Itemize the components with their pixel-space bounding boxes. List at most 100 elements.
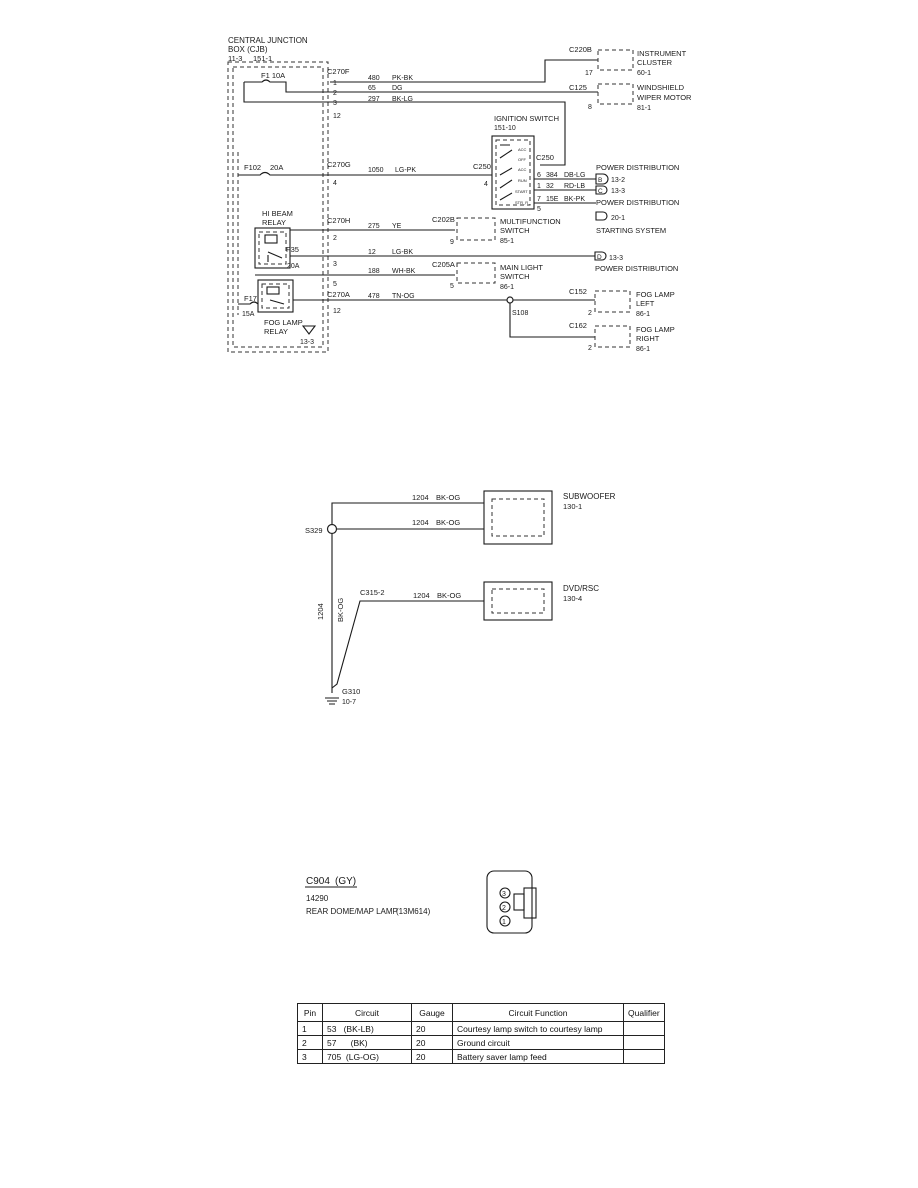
- fl-pin: 2: [588, 310, 592, 317]
- ignition-switch-box: [491, 135, 535, 210]
- subwoofer-box: [483, 490, 553, 545]
- fuse-f17-line: [238, 301, 259, 305]
- ign-out1-color: DB-LG: [564, 172, 585, 179]
- cjb-inner-outline: [232, 66, 324, 348]
- dvd-label: DVD/RSC: [563, 584, 599, 593]
- multifunction-switch-box: [456, 217, 496, 241]
- foglamp-relay-coil: [266, 286, 280, 295]
- ign-pos-run2: STR_R: [515, 200, 528, 205]
- ign-out1-pin: 6: [537, 172, 541, 179]
- ign-pos-acc: ACC: [518, 147, 527, 152]
- row-circuit: 57 (BK): [322, 1035, 412, 1050]
- main-light-switch-box: [456, 262, 496, 284]
- fuse-f1-feed: [243, 82, 330, 103]
- header-circuit: Circuit: [322, 1003, 412, 1022]
- row-function: Courtesy lamp switch to courtesy lamp: [452, 1021, 624, 1036]
- wire3-num: 1204: [413, 591, 430, 600]
- pd-d-ref: 13-3: [609, 255, 623, 262]
- subwoofer-ground-diagram: SUBWOOFER 130-1 1204 BK-OG 1204 BK-OG S3…: [305, 490, 616, 706]
- connector-body: [486, 870, 533, 934]
- conn-c270f: C270F: [327, 67, 350, 76]
- wire-1050-color: LG-PK: [395, 167, 416, 174]
- row-gauge: 20: [411, 1021, 453, 1036]
- hibeam-relay-2: RELAY: [262, 218, 286, 227]
- table-row: 1 53 (BK-LB) 20 Courtesy lamp switch to …: [297, 1021, 665, 1036]
- pin-2-circle: [499, 901, 511, 913]
- header-qualifier: Qualifier: [623, 1003, 665, 1022]
- fuse-f1: [244, 79, 330, 93]
- ignition-switch-inner: [495, 139, 531, 206]
- wire3-color: BK-OG: [437, 591, 461, 600]
- foglamp-relay-1: FOG LAMP: [264, 318, 303, 327]
- fuse-f102: F102: [244, 163, 261, 172]
- pin-12: 12: [333, 113, 341, 120]
- pin-3b: 3: [333, 261, 337, 268]
- wire-297: [330, 101, 566, 166]
- ign-out3-pin: 7: [537, 196, 541, 203]
- wire2-num: 1204: [412, 518, 429, 527]
- ign-conn-r: C250: [536, 153, 554, 162]
- circuit-color: (BK-LB): [343, 1023, 374, 1034]
- pin-12b: 12: [333, 308, 341, 315]
- ign-ref: 151-10: [494, 125, 516, 132]
- wire2-color: BK-OG: [436, 518, 460, 527]
- inst-conn: C220B: [569, 45, 592, 54]
- mf-conn: C202B: [432, 215, 455, 224]
- ml-pin: 5: [450, 283, 454, 290]
- ign-out3-num: 15E: [546, 196, 559, 203]
- foglamp-relay-box: [257, 279, 294, 313]
- connector-c904: C904 (GY) 14290 REAR DOME/MAP LAMP (13M6…: [305, 870, 537, 934]
- row-gauge: 20: [411, 1035, 453, 1050]
- wiper-label-2: WIPER MOTOR: [637, 93, 692, 102]
- pin-2: 2: [333, 90, 337, 97]
- wire-12-color: LG-BK: [392, 249, 413, 256]
- fr-label-1: FOG LAMP: [636, 325, 675, 334]
- fr-ref: 86-1: [636, 346, 650, 353]
- dvd-rsc-box: [483, 581, 553, 621]
- row-pin: 2: [297, 1035, 323, 1050]
- ign-out3-color: BK-PK: [564, 196, 585, 203]
- wire-297-color: BK-LG: [392, 96, 413, 103]
- row-pin: 1: [297, 1021, 323, 1036]
- table-row: 3 705 (LG-OG) 20 Battery saver lamp feed: [297, 1049, 665, 1064]
- ss-ref: 20-1: [611, 215, 625, 222]
- row-qualifier: [623, 1049, 665, 1064]
- inst-label-2: CLUSTER: [637, 58, 673, 67]
- mf-ref: 85-1: [500, 238, 514, 245]
- ign-title: IGNITION SWITCH: [494, 114, 559, 123]
- wiper-conn: C125: [569, 83, 587, 92]
- wire-275-color: YE: [392, 223, 402, 230]
- wire-480: [330, 59, 598, 83]
- subwoofer-ref: 130-1: [563, 502, 582, 511]
- foglamp-relay-2: RELAY: [264, 327, 288, 336]
- mf-label-1: MULTIFUNCTION: [500, 217, 561, 226]
- ign-pos-acc2: ACC: [518, 167, 527, 172]
- connector-color-code: (GY): [335, 876, 356, 887]
- connector-desc: REAR DOME/MAP LAMP: [306, 907, 398, 916]
- hibeam-relay-box: [254, 227, 291, 269]
- conn-c270g: C270G: [327, 160, 351, 169]
- wire-65-color: DG: [392, 85, 403, 92]
- fr-pin: 2: [588, 345, 592, 352]
- pd-b-ref: 13-2: [611, 177, 625, 184]
- splice-s329-dot: [326, 523, 338, 535]
- pd-c-flag: [595, 185, 608, 195]
- pin-4: 4: [333, 180, 337, 187]
- pin-table-header-row: Pin Circuit Gauge Circuit Function Quali…: [297, 1003, 665, 1022]
- ground-triangle: [301, 325, 317, 335]
- vert-color: BK-OG: [336, 598, 345, 622]
- header-pin: Pin: [297, 1003, 323, 1022]
- wire-478-right: [509, 303, 595, 338]
- fuse-f102-amp: 20A: [270, 163, 283, 172]
- subwoofer-label: SUBWOOFER: [563, 492, 616, 501]
- foglamp-relay-contact: [269, 299, 285, 305]
- ground-ref: 13-3: [300, 339, 314, 346]
- fuse-f17-amp: 15A: [242, 311, 255, 318]
- cjb-title-1: CENTRAL JUNCTION: [228, 36, 308, 45]
- fl-label-1: FOG LAMP: [636, 290, 675, 299]
- header-gauge: Gauge: [411, 1003, 453, 1022]
- connector-part: 14290: [306, 894, 329, 903]
- wire1-color: BK-OG: [436, 493, 460, 502]
- row-pin: 3: [297, 1049, 323, 1064]
- pd-b: B: [598, 177, 602, 184]
